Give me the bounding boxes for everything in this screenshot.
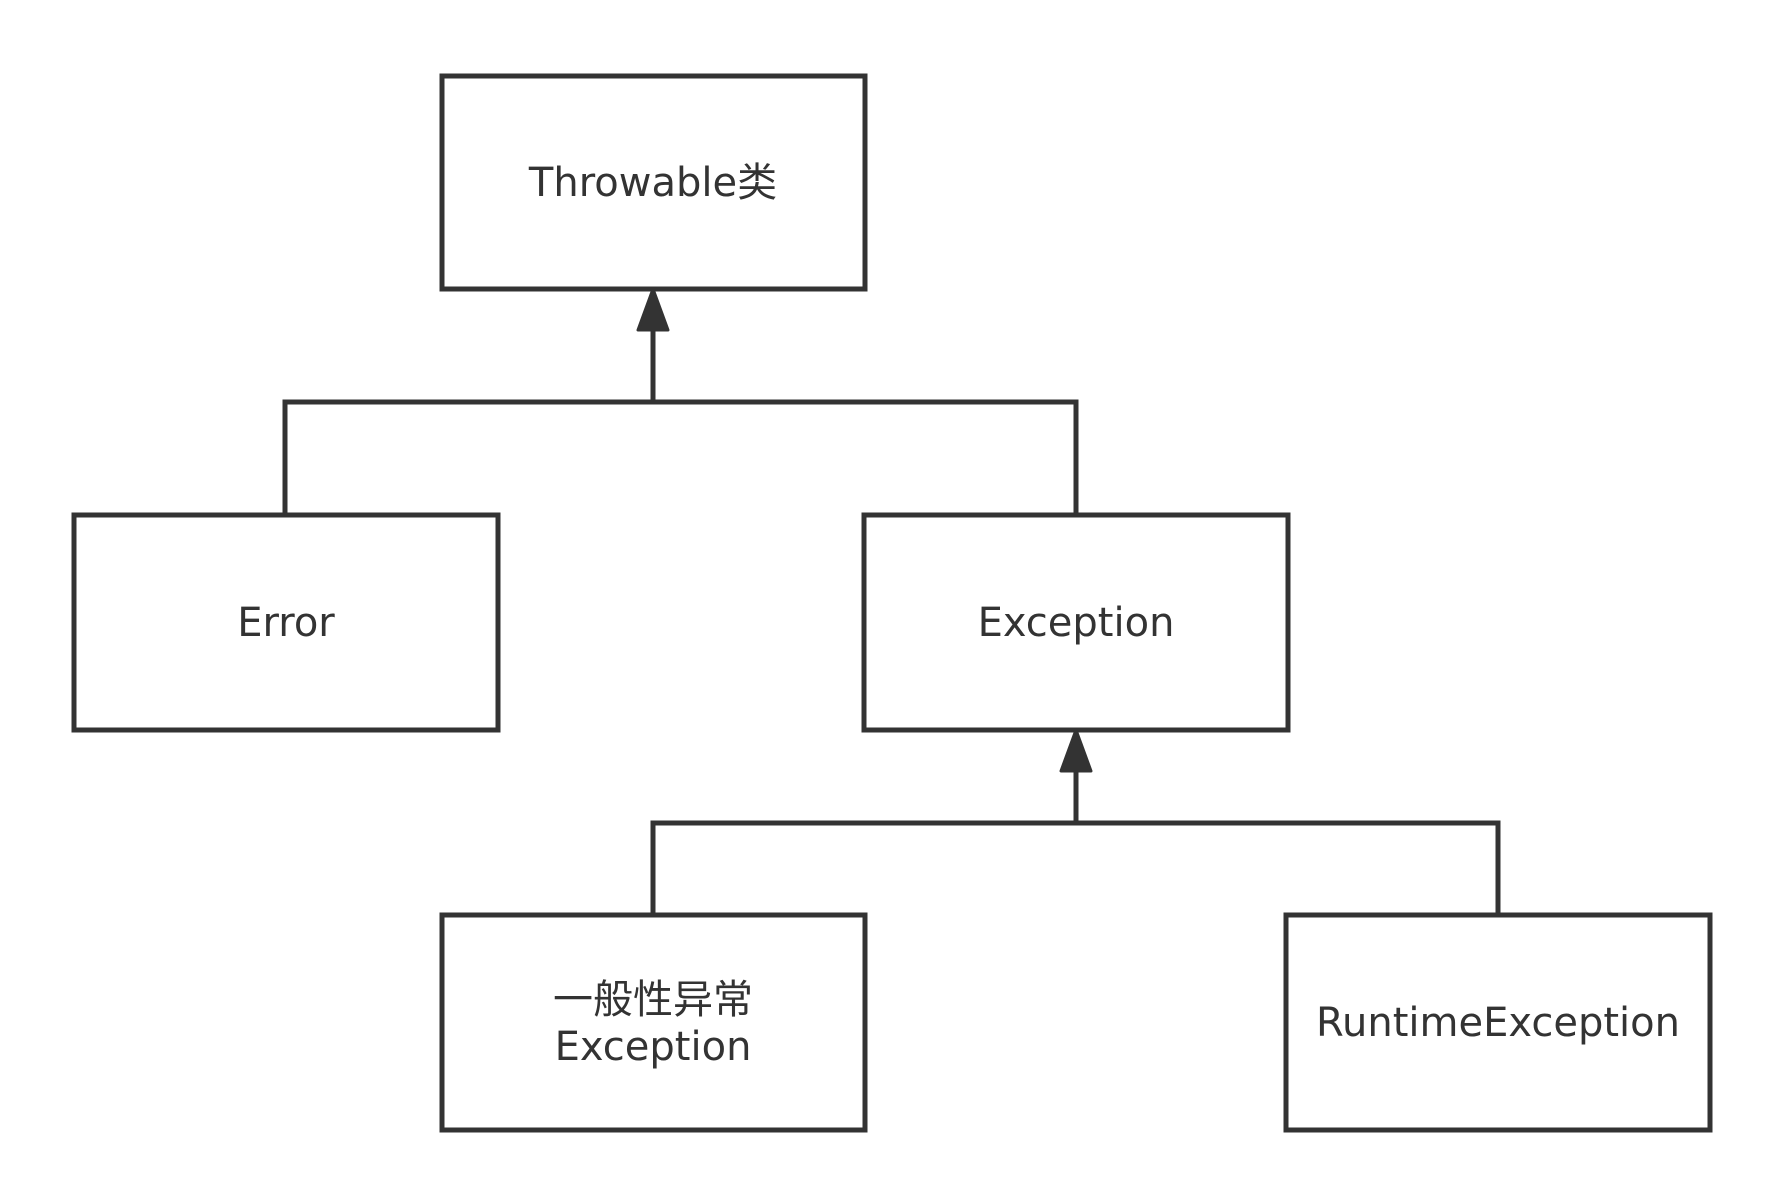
inheritance-arrow-throwable [636, 287, 670, 332]
runtime-exception-node[interactable]: RuntimeException [1283, 912, 1713, 1133]
checked-exception-node[interactable]: 一般性异常 Exception [439, 912, 868, 1133]
checked-exception-label-line1: 一般性异常 [553, 977, 753, 1023]
exception-label: Exception [978, 600, 1175, 646]
exception-node[interactable]: Exception [861, 512, 1291, 733]
error-label: Error [237, 600, 335, 646]
runtime-exception-label: RuntimeException [1316, 1000, 1680, 1046]
connector-runtime-to-exception [1076, 820, 1501, 915]
error-node[interactable]: Error [71, 512, 501, 733]
connector-checked-to-exception [650, 820, 1076, 915]
inheritance-arrow-exception [1059, 728, 1093, 773]
connector-exception-to-throwable [653, 399, 1079, 515]
checked-exception-label-line2: Exception [555, 1024, 752, 1070]
throwable-node[interactable]: Throwable类 [439, 73, 868, 292]
connector-error-to-throwable [282, 399, 653, 515]
throwable-label: Throwable类 [528, 160, 777, 206]
